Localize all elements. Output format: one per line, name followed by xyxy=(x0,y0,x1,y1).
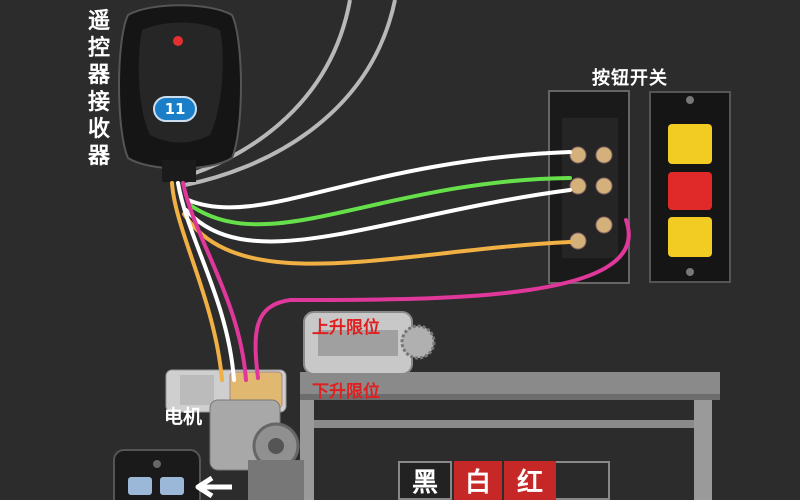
remote-receiver xyxy=(118,4,242,182)
wire-green-switch xyxy=(188,176,572,227)
arrow-icon xyxy=(195,475,232,499)
receiver-label-char: 控 xyxy=(87,36,110,61)
receiver-label: 遥 控 器 接 收 器 xyxy=(86,8,112,170)
upper-limit-label: 上升限位 xyxy=(312,318,380,338)
wire-pink-motor xyxy=(181,181,248,382)
receiver-badge: 11 xyxy=(153,96,197,122)
terminal-block xyxy=(548,90,630,284)
receiver-label-char: 遥 xyxy=(87,9,110,34)
wire-yellow-switch xyxy=(182,212,572,266)
motor-label: 电机 xyxy=(164,406,203,428)
lower-limit-label: 下升限位 xyxy=(312,382,380,402)
remote-control xyxy=(113,449,201,500)
button-switch-label: 按钮开关 xyxy=(592,68,668,89)
antenna-wires xyxy=(179,0,397,187)
wire-yellow-motor xyxy=(170,181,224,382)
signal-wires xyxy=(170,150,631,382)
receiver-label-char: 器 xyxy=(87,63,110,88)
legend-white: 白 xyxy=(454,461,502,500)
limit-switch xyxy=(303,311,436,375)
wire-pink-switch xyxy=(253,218,631,380)
receiver-label-char: 收 xyxy=(87,117,110,142)
legend-blank-cell xyxy=(556,461,610,500)
receiver-led xyxy=(173,36,183,46)
receiver-label-char: 接 xyxy=(87,90,110,115)
legend-red: 红 xyxy=(504,461,556,500)
wire-white-lower xyxy=(184,188,572,244)
button-switch-plate xyxy=(649,91,731,283)
motor xyxy=(165,369,304,500)
wire-white-switch xyxy=(186,150,572,210)
receiver-label-char: 器 xyxy=(87,144,110,169)
wire-white-motor xyxy=(176,181,236,382)
legend-black: 黑 xyxy=(398,461,452,500)
